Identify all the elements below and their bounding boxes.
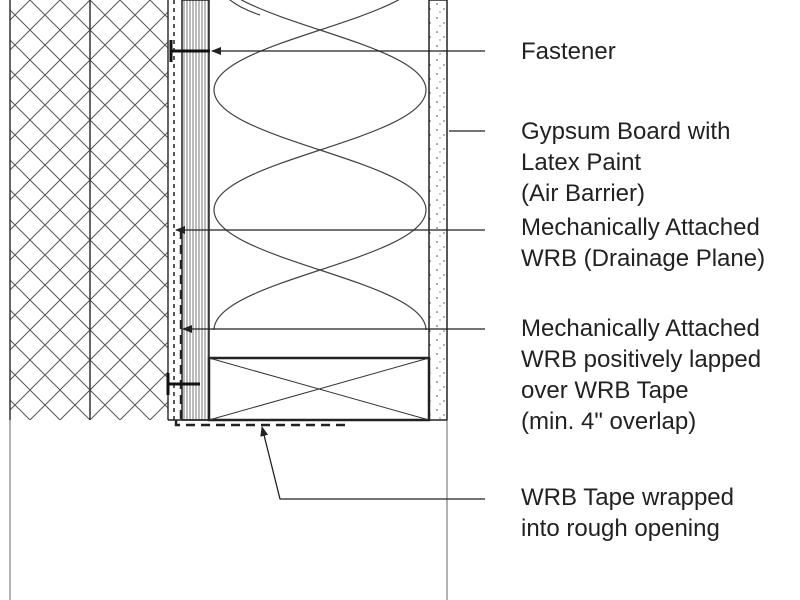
label-wrb-tape-line-1: WRB Tape wrapped — [521, 484, 734, 511]
gypsum-board — [428, 0, 448, 421]
exterior-cladding — [9, 0, 169, 420]
label-fastener-line-1: Fastener — [521, 38, 616, 65]
label-gypsum-board: Gypsum Board with Latex Paint (Air Barri… — [521, 116, 730, 209]
label-wrb-lapped-line-3: over WRB Tape — [521, 377, 689, 404]
label-wrb-tape-line-2: into rough opening — [521, 515, 720, 542]
label-wrb-drainage-line-2: WRB (Drainage Plane) — [521, 245, 766, 272]
rough-opening-framing — [207, 356, 431, 422]
label-gypsum-line-1: Gypsum Board with — [521, 118, 731, 145]
leader-wrb-tape — [260, 426, 485, 500]
sheathing — [181, 0, 210, 421]
label-wrb-drainage: Mechanically Attached WRB (Drainage Plan… — [521, 212, 765, 274]
label-wrb-lapped-line-4: (min. 4" overlap) — [521, 408, 697, 435]
label-fastener: Fastener — [521, 36, 616, 67]
fastener-bottom — [166, 373, 200, 395]
label-wrb-lapped-line-1: Mechanically Attached — [521, 315, 760, 342]
label-wrb-tape: WRB Tape wrapped into rough opening — [521, 482, 734, 544]
label-gypsum-line-2: Latex Paint — [521, 149, 642, 176]
label-wrb-drainage-line-1: Mechanically Attached — [521, 214, 760, 241]
batt-insulation — [213, 0, 427, 331]
base-lines — [9, 419, 448, 600]
label-gypsum-line-3: (Air Barrier) — [521, 180, 645, 207]
label-wrb-lapped: Mechanically Attached WRB positively lap… — [521, 313, 761, 437]
label-wrb-lapped-line-2: WRB positively lapped — [521, 346, 762, 373]
fastener-top — [169, 40, 210, 62]
